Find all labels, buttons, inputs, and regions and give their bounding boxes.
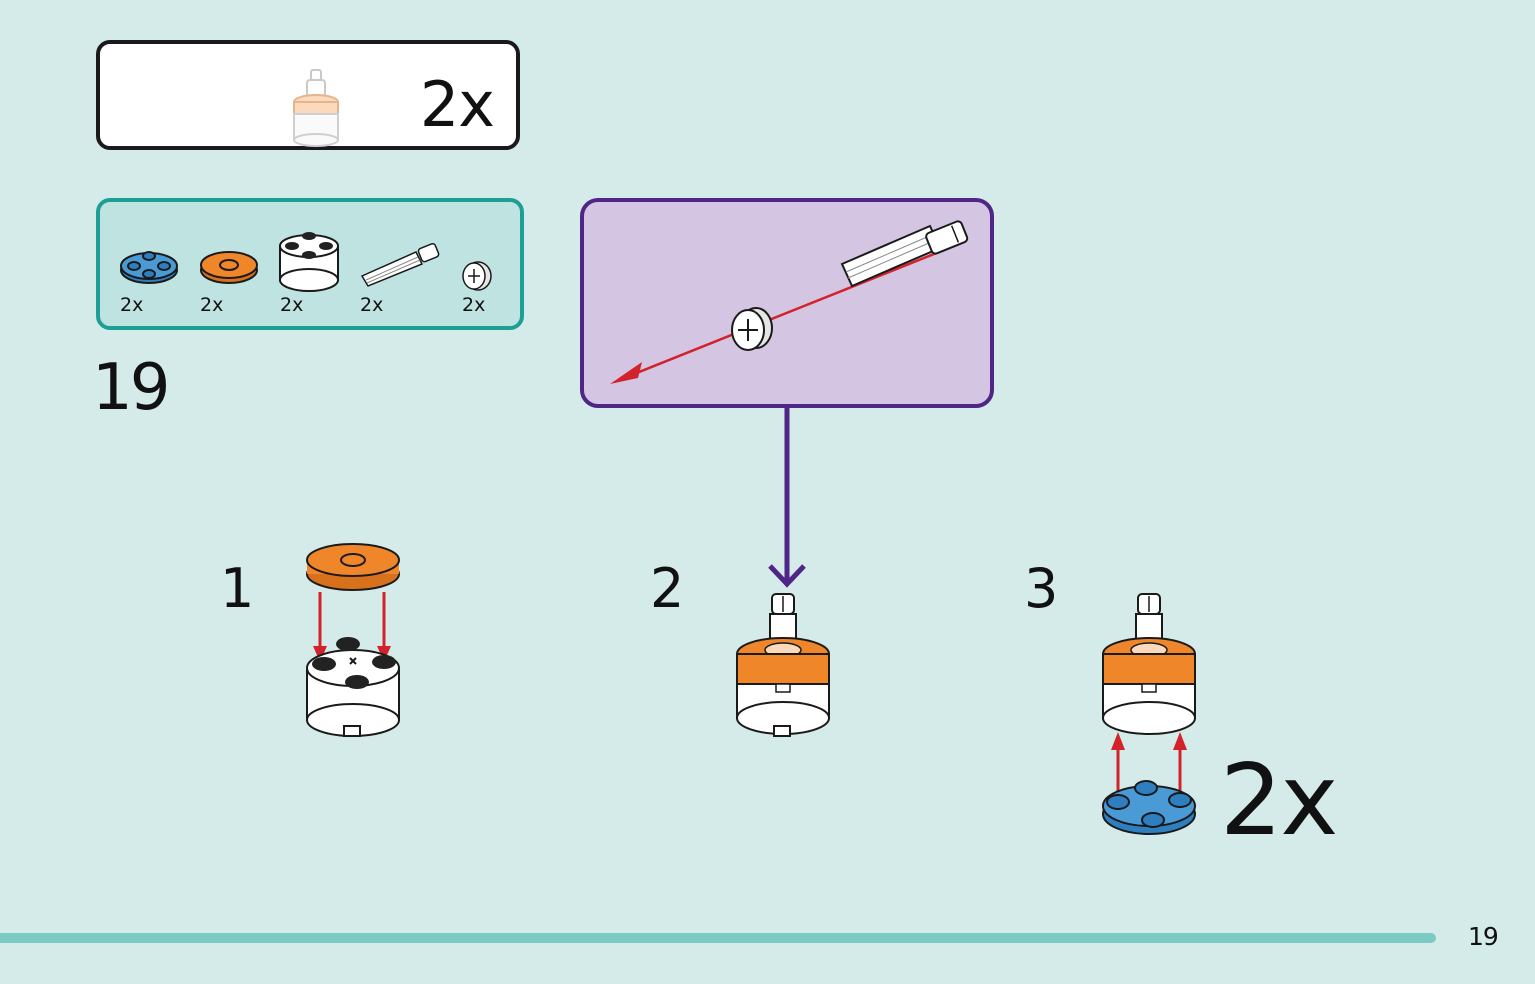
white-round-brick-icon <box>279 232 339 292</box>
step-number: 19 <box>92 351 170 425</box>
bush-icon <box>462 261 492 291</box>
substep-2-illustration <box>736 593 830 737</box>
substep-3-illustration <box>1102 593 1196 835</box>
substep-2-number: 2 <box>650 557 685 620</box>
detail-connector-arrow <box>768 406 806 588</box>
substep-1-illustration <box>306 543 400 737</box>
part-quantity: 2x <box>120 294 144 316</box>
subassembly-callout: 2x <box>96 40 520 150</box>
detail-callout-box <box>580 198 994 408</box>
orange-round-tile-icon <box>200 251 258 284</box>
footer-bar <box>0 933 1436 943</box>
assembly-preview-icon <box>293 69 339 147</box>
part-quantity: 2x <box>280 294 304 316</box>
substep-3-number: 3 <box>1024 557 1059 620</box>
parts-list: 2x 2x 2x 2x 2x <box>96 198 524 330</box>
substep-1-number: 1 <box>220 557 255 620</box>
part-quantity: 2x <box>360 294 384 316</box>
arrow-head <box>610 362 642 384</box>
page-number: 19 <box>1468 922 1499 951</box>
part-quantity: 2x <box>200 294 224 316</box>
axle-bush-assembly-diagram <box>610 220 969 384</box>
part-quantity: 2x <box>462 294 486 316</box>
axle-pin-icon <box>360 242 440 287</box>
blue-round-plate-icon <box>120 251 178 284</box>
insertion-arrow <box>623 240 965 380</box>
callout-quantity: 2x <box>419 68 495 141</box>
substep-3-quantity: 2x <box>1220 744 1338 858</box>
